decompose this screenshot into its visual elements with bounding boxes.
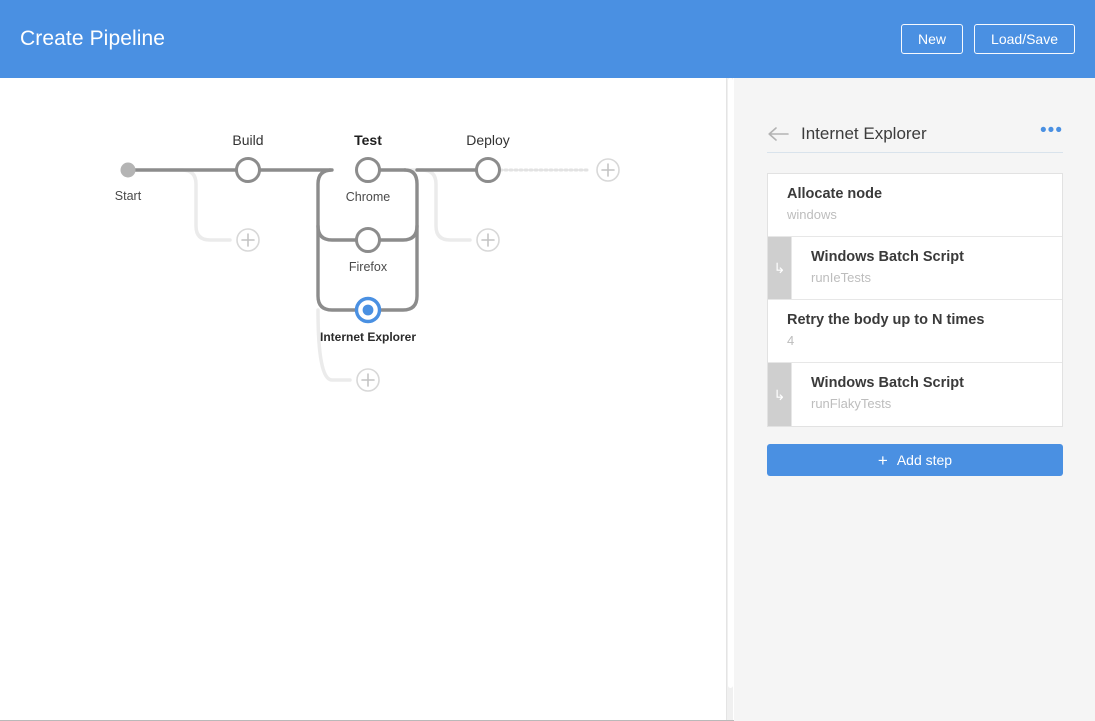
step-row[interactable]: ↳ Windows Batch Script runFlakyTests: [768, 363, 1062, 426]
add-parallel-test-button[interactable]: [356, 368, 380, 392]
connector-parallel-left-rail: [316, 168, 358, 312]
step-body: Windows Batch Script runIeTests: [792, 237, 1062, 299]
pipeline-canvas[interactable]: Start Build Test Deploy Chrome Firefox I…: [0, 78, 734, 721]
panel-title: Internet Explorer: [801, 123, 927, 143]
step-body: Allocate node windows: [768, 174, 1062, 236]
connector-build-add: [168, 168, 232, 242]
connector-parallel-left-firefox: [316, 224, 358, 242]
app-header: Create Pipeline New Load/Save: [0, 0, 1095, 78]
stage-label-build[interactable]: Build: [232, 132, 264, 148]
stage-node-deploy[interactable]: [475, 157, 501, 183]
plus-icon: +: [877, 450, 888, 470]
stage-node-build[interactable]: [235, 157, 261, 183]
step-nested-arrow-icon: ↳: [768, 363, 792, 426]
step-subtitle: 4: [787, 332, 795, 348]
step-subtitle: windows: [787, 206, 837, 222]
stage-label-deploy[interactable]: Deploy: [466, 132, 510, 148]
step-row[interactable]: Allocate node windows: [768, 174, 1062, 237]
parallel-label-chrome[interactable]: Chrome: [345, 190, 391, 204]
step-nested-arrow-icon: ↳: [768, 237, 792, 299]
add-stage-end-button[interactable]: [596, 158, 620, 182]
parallel-node-chrome[interactable]: [355, 157, 381, 183]
details-panel: Internet Explorer ••• Allocate node wind…: [734, 78, 1095, 721]
parallel-node-internet-explorer-selected-dot: [362, 304, 374, 316]
step-title: Allocate node: [787, 186, 883, 202]
pipeline-graph: [120, 157, 620, 392]
back-arrow-icon[interactable]: [767, 126, 789, 142]
steps-list: Allocate node windows ↳ Windows Batch Sc…: [767, 173, 1063, 427]
connector-parallel-right-firefox: [378, 224, 419, 242]
step-title: Windows Batch Script: [811, 375, 964, 391]
stage-label-test[interactable]: Test: [354, 132, 382, 148]
add-parallel-build-button[interactable]: [236, 228, 260, 252]
canvas-scrollbar[interactable]: [726, 78, 733, 720]
parallel-label-internet-explorer[interactable]: Internet Explorer: [319, 330, 417, 344]
page-title: Create Pipeline: [20, 27, 166, 50]
connector-test-add: [316, 308, 352, 382]
panel-overflow-menu-icon[interactable]: •••: [1040, 119, 1063, 141]
connector-deploy-add: [408, 168, 472, 242]
add-parallel-deploy-button[interactable]: [476, 228, 500, 252]
add-step-button[interactable]: + Add step: [767, 444, 1063, 476]
start-node-label: Start: [114, 189, 142, 203]
load-save-button[interactable]: Load/Save: [974, 24, 1075, 54]
step-row[interactable]: ↳ Windows Batch Script runIeTests: [768, 237, 1062, 300]
step-subtitle: runIeTests: [811, 269, 871, 285]
panel-header: Internet Explorer •••: [767, 115, 1063, 153]
add-step-label: Add step: [896, 452, 953, 468]
step-title: Retry the body up to N times: [787, 312, 985, 328]
connector-parallel-right-rail: [378, 168, 419, 312]
step-body: Retry the body up to N times 4: [768, 300, 1062, 362]
parallel-label-firefox[interactable]: Firefox: [348, 260, 388, 274]
step-row[interactable]: Retry the body up to N times 4: [768, 300, 1062, 363]
header-actions: New Load/Save: [901, 24, 1075, 54]
step-subtitle: runFlakyTests: [811, 395, 892, 411]
start-node[interactable]: [120, 162, 136, 178]
step-title: Windows Batch Script: [811, 249, 964, 265]
parallel-node-firefox[interactable]: [355, 227, 381, 253]
new-button[interactable]: New: [901, 24, 964, 54]
step-body: Windows Batch Script runFlakyTests: [792, 363, 1062, 426]
